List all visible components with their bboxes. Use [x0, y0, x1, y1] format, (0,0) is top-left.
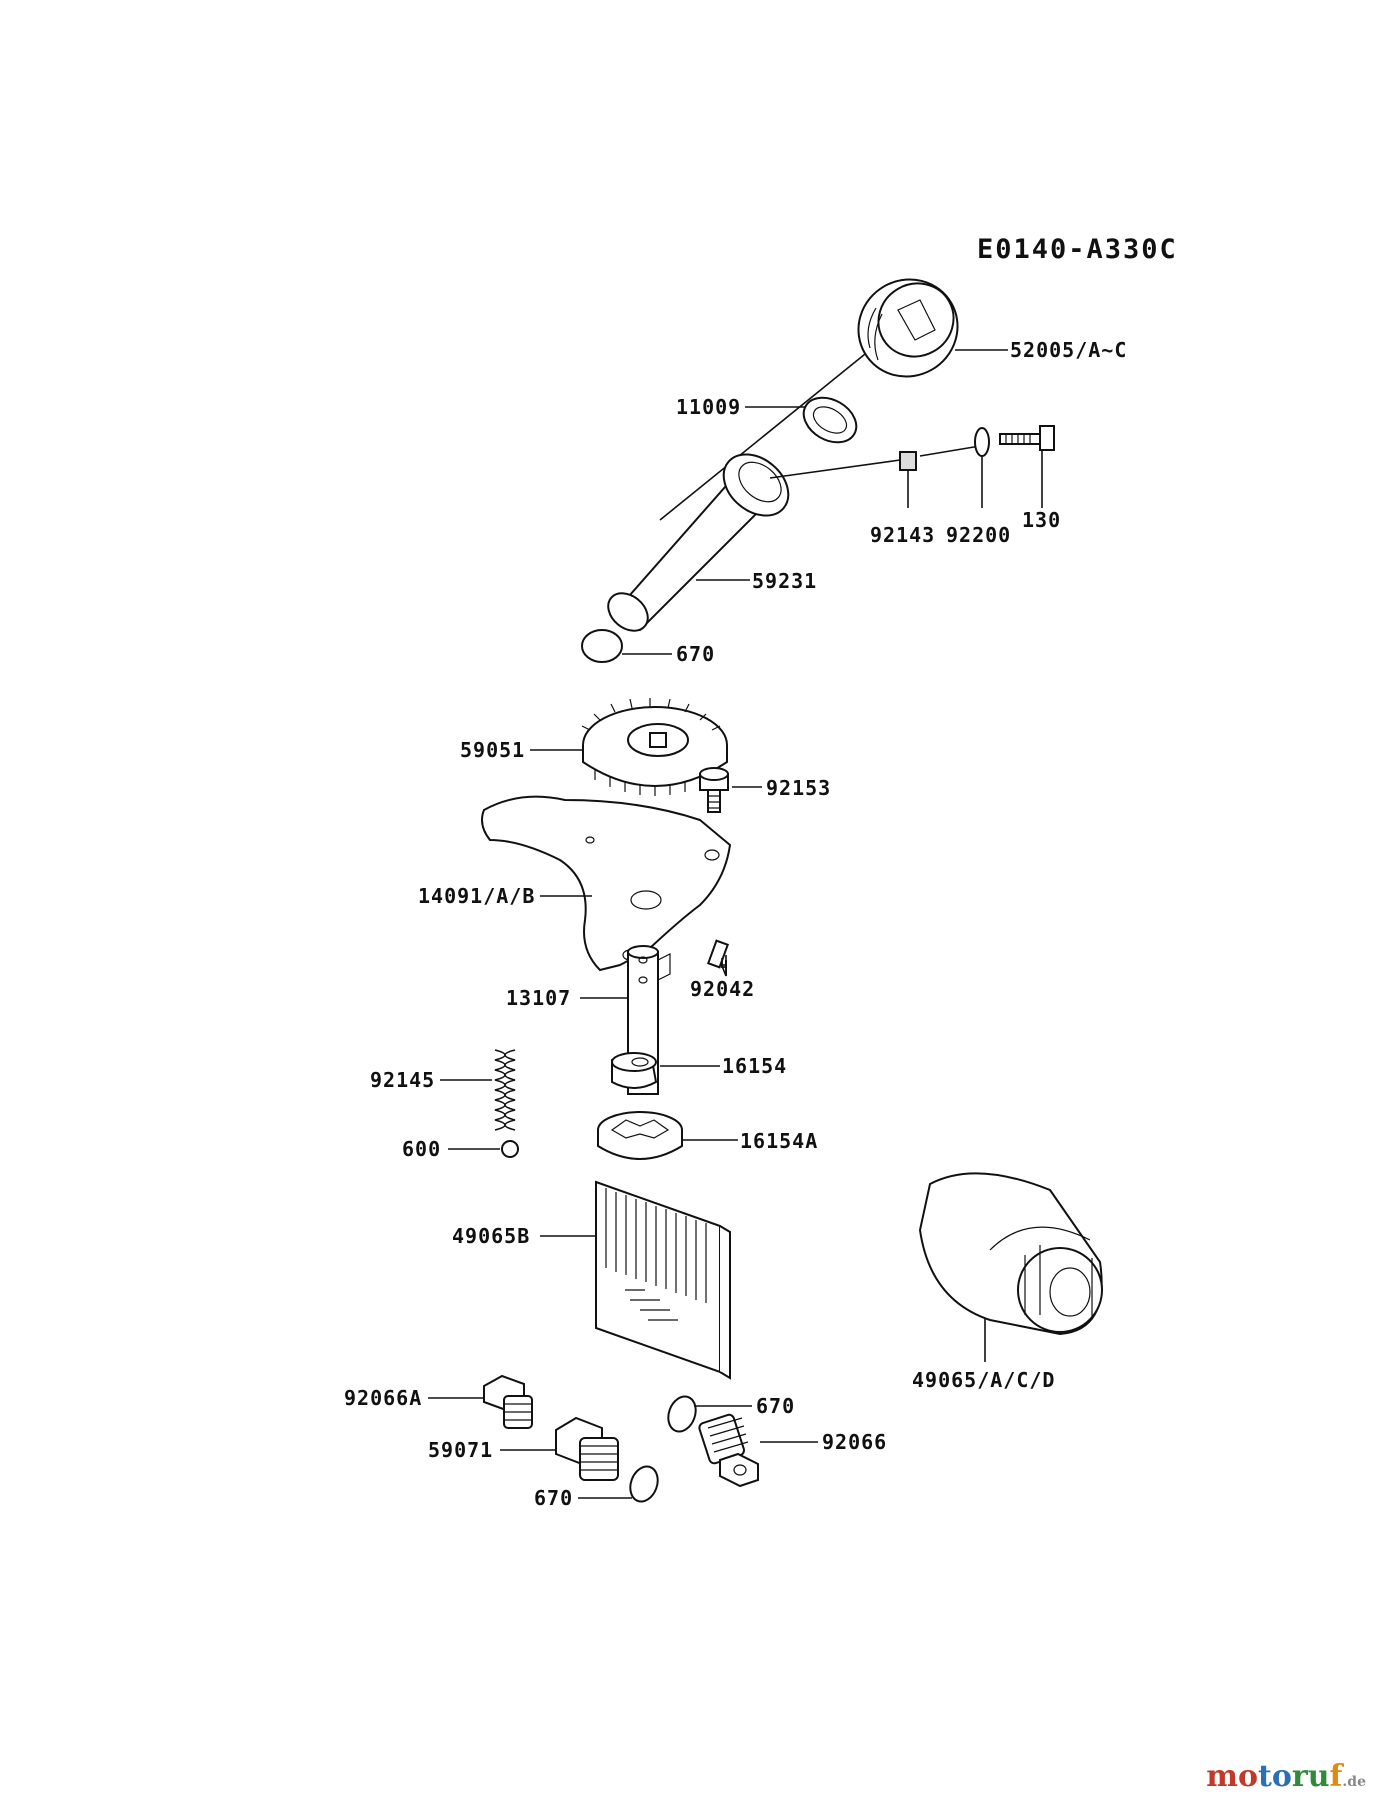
callout-92066[interactable]: 92066: [822, 1430, 887, 1454]
part-oring-670-mid[interactable]: [664, 1393, 701, 1436]
callout-670-mid[interactable]: 670: [756, 1394, 795, 1418]
callout-92066A[interactable]: 92066A: [344, 1386, 422, 1410]
part-gear-59051[interactable]: [581, 698, 728, 796]
part-bolt-92153[interactable]: [699, 767, 729, 813]
callout-600[interactable]: 600: [402, 1137, 441, 1161]
callout-49065[interactable]: 49065/A/C/D: [912, 1368, 1055, 1392]
part-dipstick-cap[interactable]: [659, 261, 975, 521]
leader-92042: [721, 955, 727, 977]
callout-13107[interactable]: 13107: [506, 986, 571, 1010]
part-oring-11009[interactable]: [796, 389, 864, 452]
part-oil-filter-49065[interactable]: [918, 1172, 1103, 1336]
callout-16154A[interactable]: 16154A: [740, 1129, 818, 1153]
callout-11009[interactable]: 11009: [676, 395, 741, 419]
callout-92153[interactable]: 92153: [766, 776, 831, 800]
callout-130[interactable]: 130: [1022, 508, 1061, 532]
leader-bracket-line-2: [919, 445, 981, 457]
callout-92143[interactable]: 92143: [870, 523, 935, 547]
callout-14091[interactable]: 14091/A/B: [418, 884, 535, 908]
callout-92042[interactable]: 92042: [690, 977, 755, 1001]
part-ball-600[interactable]: [501, 1140, 519, 1158]
callout-59071[interactable]: 59071: [428, 1438, 493, 1462]
callout-59051[interactable]: 59051: [460, 738, 525, 762]
watermark-part4: f: [1329, 1759, 1343, 1794]
part-drain-plug-92066[interactable]: [698, 1413, 759, 1488]
callout-49065B[interactable]: 49065B: [452, 1224, 530, 1248]
part-dipstick-tube[interactable]: [601, 442, 800, 638]
part-inner-rotor-16154[interactable]: [611, 1052, 658, 1089]
part-collar-92143[interactable]: [899, 451, 917, 471]
callout-59231[interactable]: 59231: [752, 569, 817, 593]
part-pin-92042[interactable]: [706, 939, 730, 969]
part-drain-plug-92066A[interactable]: [483, 1374, 533, 1429]
watermark-logo: motoruf.de: [1206, 1759, 1366, 1794]
diagram-code: E0140-A330C: [977, 234, 1178, 265]
watermark-tld: .de: [1342, 1774, 1366, 1790]
callout-52005[interactable]: 52005/A~C: [1010, 338, 1127, 362]
watermark-part1: mo: [1206, 1759, 1259, 1794]
part-bolt-130[interactable]: [999, 425, 1055, 451]
callout-670-bottom[interactable]: 670: [534, 1486, 573, 1510]
watermark-part2: to: [1258, 1759, 1292, 1794]
part-strainer-49065B[interactable]: [595, 1180, 731, 1380]
leader-bracket-line: [769, 459, 901, 479]
callout-16154[interactable]: 16154: [722, 1054, 787, 1078]
part-fitting-59071[interactable]: [555, 1416, 619, 1481]
watermark-part3: ru: [1291, 1759, 1330, 1794]
part-oring-670-top[interactable]: [581, 629, 623, 663]
part-outer-rotor-16154A[interactable]: [597, 1111, 683, 1160]
part-oring-11009-inner: [812, 406, 848, 434]
part-washer-92200[interactable]: [974, 427, 990, 457]
part-oring-670-bottom[interactable]: [626, 1463, 663, 1506]
part-spring-92145[interactable]: [494, 1049, 516, 1131]
callout-670-top[interactable]: 670: [676, 642, 715, 666]
callout-92145[interactable]: 92145: [370, 1068, 435, 1092]
callout-92200[interactable]: 92200: [946, 523, 1011, 547]
